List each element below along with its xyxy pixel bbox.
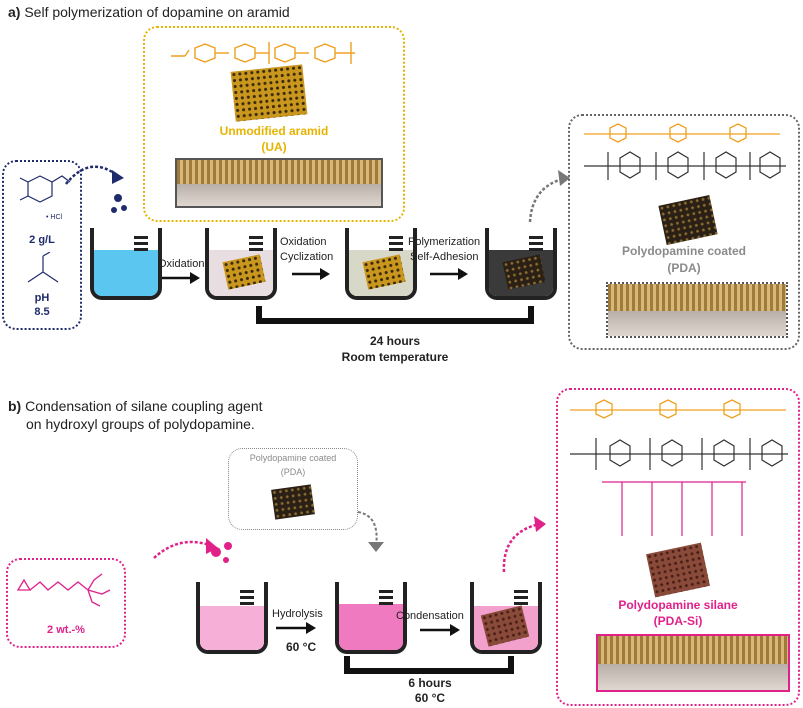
panel-a-title: a) Self polymerization of dopamine on ar… <box>8 4 290 20</box>
panel-b-letter: b) <box>8 398 22 414</box>
temperature-a: Room temperature <box>341 350 449 364</box>
time-a: 24 hours <box>369 334 420 348</box>
pda-name: Polydopamine coated <box>621 244 747 258</box>
hydrolysis-temp: 60 °C <box>286 640 317 654</box>
beaker-dopamine <box>90 228 162 300</box>
arrow-to-product-box <box>502 516 546 573</box>
step-cyclization: Cyclization <box>280 251 334 263</box>
time-bracket-b-left <box>344 656 350 672</box>
pda-structure <box>584 123 786 180</box>
pda-input-swatch <box>271 484 315 520</box>
pda-box: Polydopamine coated (PDA) <box>568 114 800 350</box>
beaker-oxidation <box>205 228 277 300</box>
beaker-cyclization <box>345 228 417 300</box>
beaker-condensation <box>470 582 542 654</box>
pda-addition-arrow <box>357 511 384 552</box>
hcl-label: • HCl <box>46 214 63 221</box>
pda-si-fabric-swatch <box>646 542 710 598</box>
ua-name: Unmodified aramid <box>219 124 329 138</box>
temperature-b: 60 °C <box>414 691 446 705</box>
pda-input-name: Polydopamine coated <box>249 453 337 463</box>
arrow-step-3 <box>430 268 468 280</box>
time-bracket-b-right <box>508 656 514 672</box>
time-bracket-a-right <box>528 306 534 322</box>
pda-fabric-swatch <box>658 195 718 245</box>
beaker-hydrolysis <box>335 582 407 654</box>
arrow-hydrolysis <box>276 622 316 634</box>
pda-abbr: (PDA) <box>667 261 701 275</box>
panel-b-title: b) Condensation of silane coupling agent <box>8 398 263 414</box>
silane-concentration: 2 wt.-% <box>47 624 85 636</box>
pda-fabric-strip <box>606 282 788 338</box>
ph-value: 8.5 <box>34 306 50 318</box>
pda-input-abbr: (PDA) <box>280 467 306 477</box>
panel-a-title-text: Self polymerization of dopamine on arami… <box>24 4 290 20</box>
time-b: 6 hours <box>408 676 452 690</box>
step-polymerization: Polymerization <box>408 236 481 248</box>
step-oxidation: Oxidation <box>158 258 205 270</box>
aramid-structure <box>171 42 355 64</box>
pda-si-name: Polydopamine silane <box>618 598 738 612</box>
panel-b-title-line2: on hydroxyl groups of polydopamine. <box>26 416 255 432</box>
step-hydrolysis: Hydrolysis <box>272 608 323 620</box>
pda-si-fabric-strip <box>596 634 790 692</box>
silane-addition-arrow <box>153 538 232 563</box>
pda-si-structure <box>570 399 788 536</box>
time-bracket-a-left <box>256 306 262 322</box>
dopamine-structure <box>19 175 71 203</box>
ua-box: Unmodified aramid (UA) <box>143 26 405 222</box>
dopamine-reagent-box: • HCl 2 g/L pH 8.5 <box>2 160 82 330</box>
step-condensation: Condensation <box>396 610 464 622</box>
arrow-condensation <box>420 624 460 636</box>
pda-si-abbr: (PDA-Si) <box>653 614 703 628</box>
step-oxidation-2: Oxidation <box>280 236 327 248</box>
step-self-adhesion: Self-Adhesion <box>410 251 479 263</box>
dopamine-concentration: 2 g/L <box>29 234 55 246</box>
silane-reagent-box: 2 wt.-% <box>6 558 126 648</box>
pda-input-box: Polydopamine coated (PDA) <box>228 448 358 530</box>
ph-label: pH <box>34 292 50 304</box>
reagent-addition-arrow <box>65 165 127 213</box>
beaker-polymerization <box>485 228 557 300</box>
tris-structure <box>27 252 59 283</box>
panel-a-letter: a) <box>8 4 21 20</box>
arrow-to-pda-box <box>528 170 570 223</box>
ua-abbr: (UA) <box>261 140 287 154</box>
panel-b-title-line1: Condensation of silane coupling agent <box>25 398 263 414</box>
arrow-step-2 <box>292 268 330 280</box>
arrow-step-1 <box>162 272 200 284</box>
silane-structure <box>16 573 111 607</box>
ua-fabric-strip <box>175 158 383 208</box>
pda-si-box: Polydopamine silane (PDA-Si) <box>556 388 800 706</box>
time-bracket-a <box>256 318 534 324</box>
time-bracket-b <box>344 668 514 674</box>
ua-fabric-swatch <box>230 64 308 122</box>
beaker-silane <box>196 582 268 654</box>
